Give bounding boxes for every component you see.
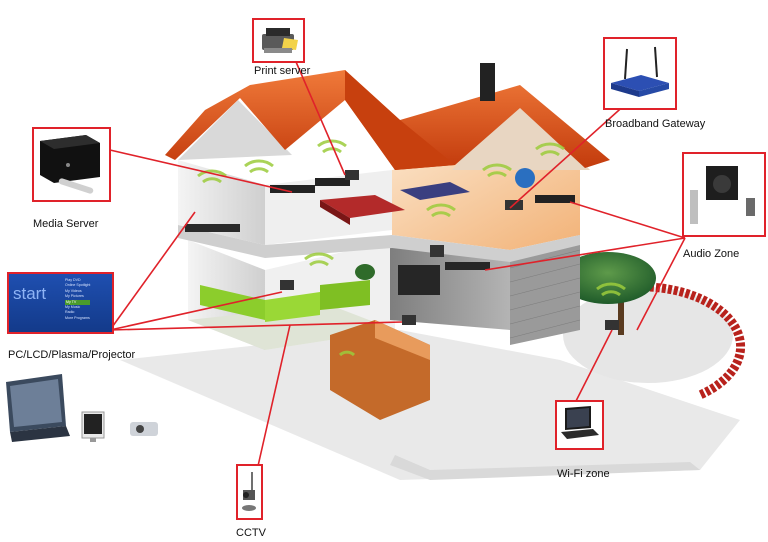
wifi-zone-label: Wi-Fi zone <box>557 468 610 480</box>
display-devices <box>6 374 158 442</box>
audio-zone-box <box>682 152 766 237</box>
media-server-label: Media Server <box>33 218 99 230</box>
upper-right-room <box>392 145 580 250</box>
wifi-zone-box <box>555 400 604 450</box>
menu-item: My Pictures <box>65 294 84 299</box>
cctv-label: CCTV <box>236 527 266 539</box>
speakers-icon <box>690 166 755 224</box>
chimney <box>480 63 495 101</box>
print-server-box <box>252 18 305 63</box>
connector-lines <box>109 47 686 467</box>
audio-zone-label: Audio Zone <box>683 248 740 260</box>
start-title: start <box>13 284 47 303</box>
camera-icon <box>242 472 256 511</box>
media-server-icon <box>40 135 100 194</box>
display-screen-box: start Play DVD Online Spotlight My Video… <box>7 272 114 334</box>
plasma-tv-icon <box>6 374 70 442</box>
menu-item: Play DVD <box>65 278 81 282</box>
menu-item: My Music <box>65 305 81 310</box>
menu-item: Radio <box>65 310 75 315</box>
broadband-gateway-box <box>603 37 677 110</box>
menu-item: My Videos <box>65 288 82 293</box>
garden-tree <box>560 252 656 304</box>
menu-item: More Programs <box>65 315 90 320</box>
print-server-label: Print server <box>254 65 311 77</box>
patio <box>563 287 733 383</box>
printer-icon <box>262 28 298 53</box>
brick-border <box>649 282 746 400</box>
cctv-box <box>236 464 263 520</box>
display-label: PC/LCD/Plasma/Projector <box>8 349 136 361</box>
menu-item: Online Spotlight <box>65 283 91 288</box>
wifi-signal-icons <box>197 139 626 357</box>
menu-item: My TV <box>65 299 91 306</box>
broadband-gateway-label: Broadband Gateway <box>605 118 706 130</box>
laptop-icon <box>561 406 599 439</box>
start-menu: Play DVD Online Spotlight My Videos My P… <box>65 278 91 321</box>
router-icon <box>611 46 669 97</box>
projector-icon <box>130 422 158 436</box>
media-server-box <box>32 127 111 202</box>
media-center-screen: start Play DVD Online Spotlight My Video… <box>9 274 112 332</box>
lcd-monitor-icon <box>81 411 105 442</box>
